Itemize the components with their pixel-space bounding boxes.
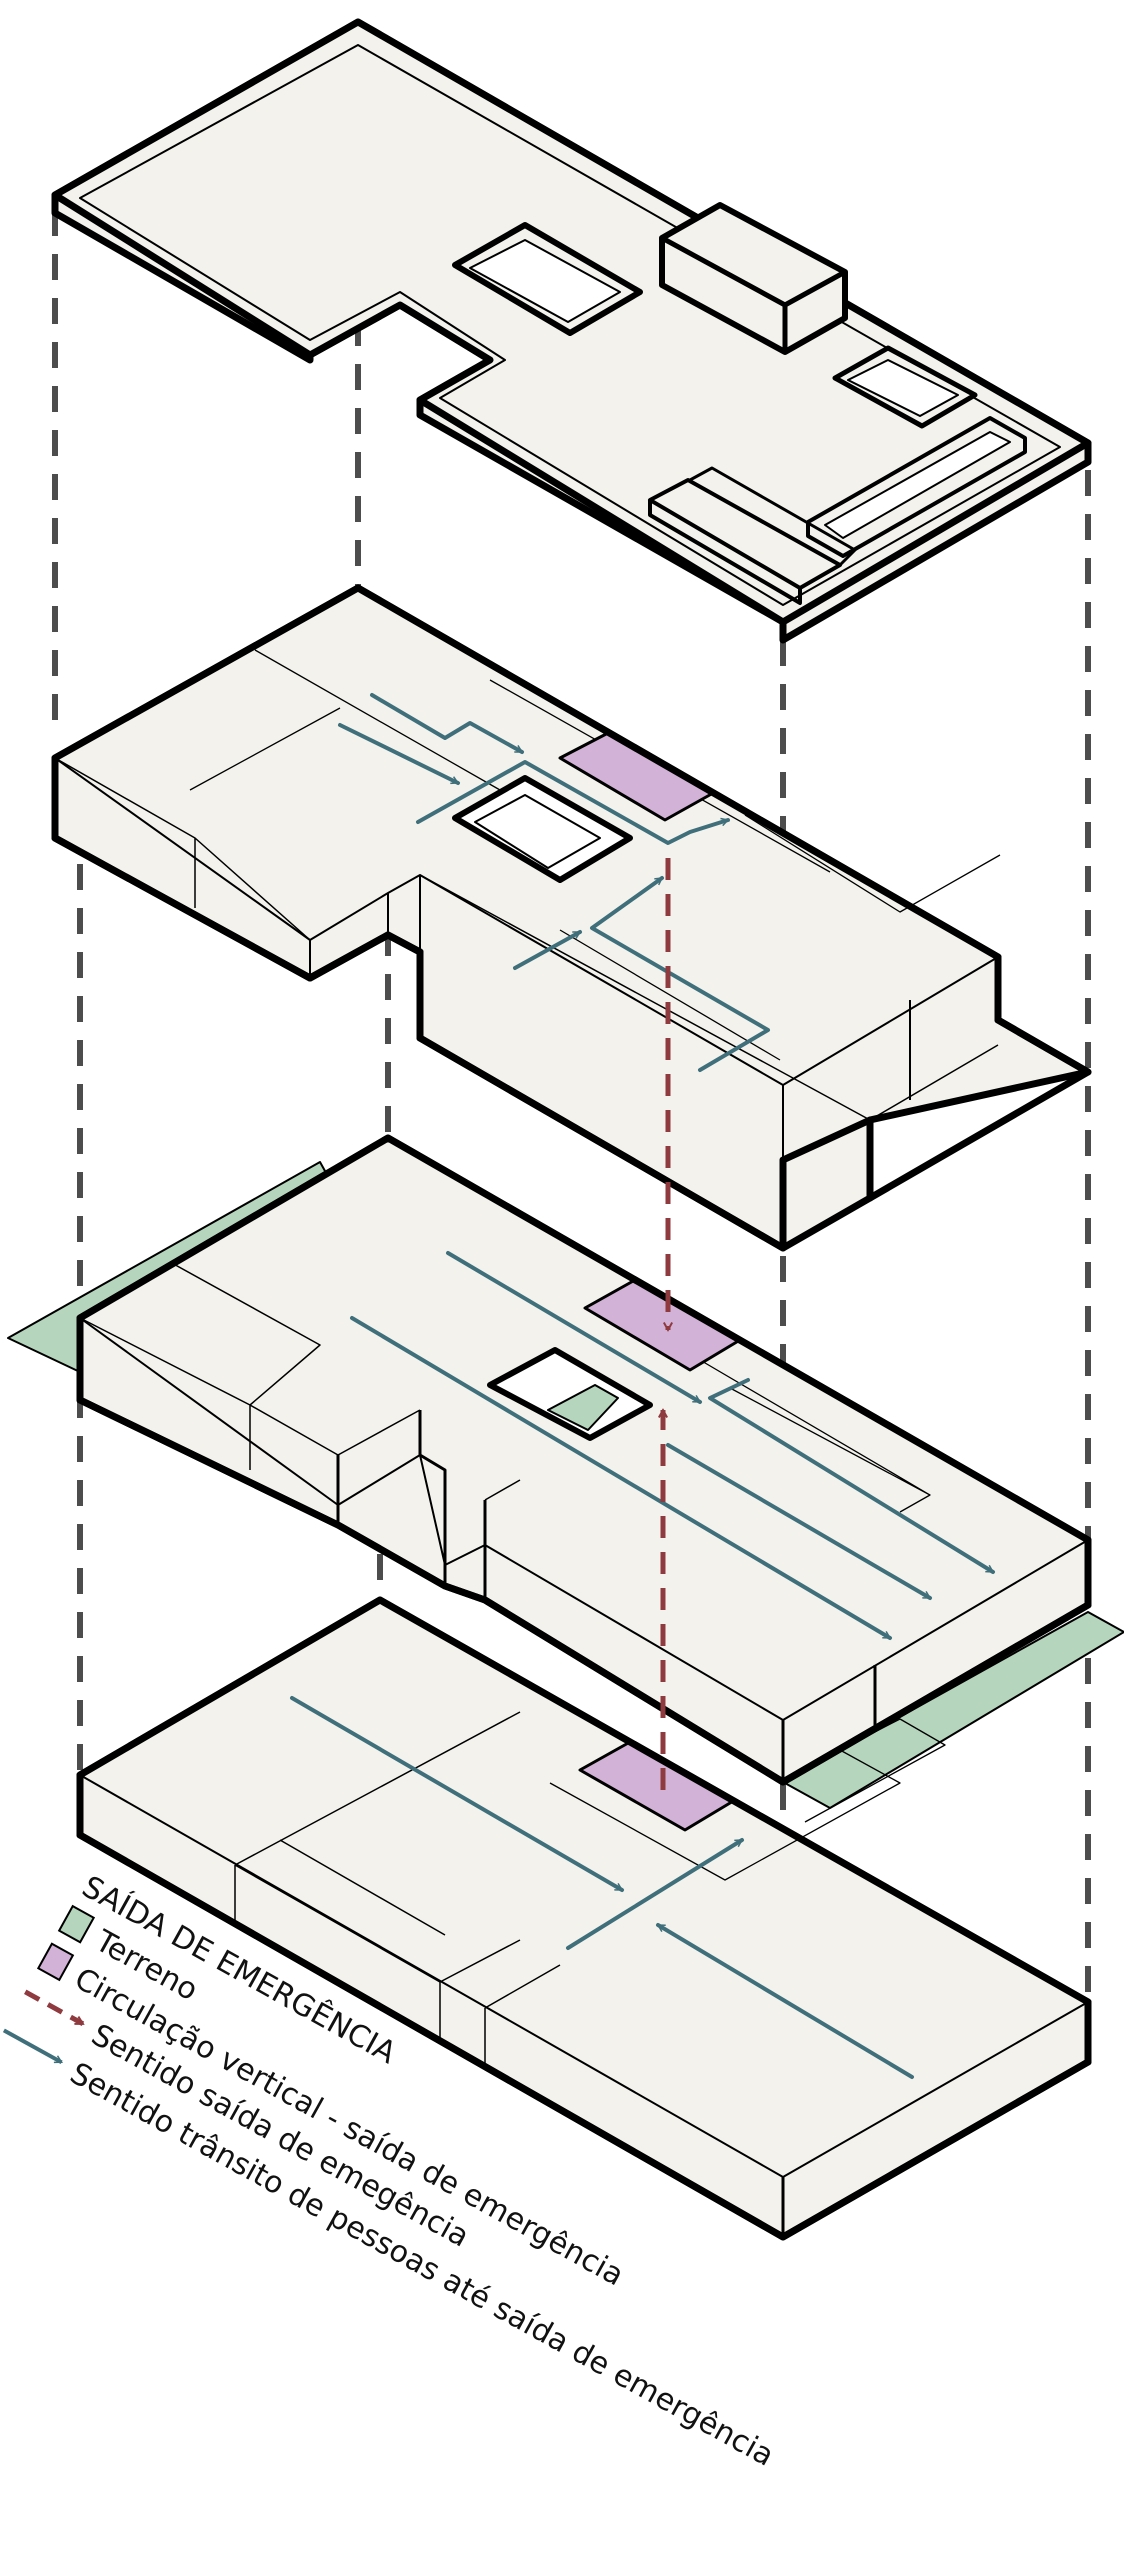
roof-machine-room-edges <box>660 235 847 352</box>
plate-ground-floor <box>7 1134 1124 1809</box>
stair-swatch <box>36 1942 75 1982</box>
exit-path <box>663 858 668 1790</box>
flow-arrow <box>350 1316 892 1640</box>
roof-parapet <box>79 44 1061 606</box>
upper-floor-void <box>452 775 633 883</box>
flow-arrow <box>590 876 770 1072</box>
terrain-east <box>782 1611 1124 1809</box>
legend-label: Sentido saída de emegência <box>85 2017 474 2254</box>
basement-outline <box>76 1596 1092 2241</box>
terrain-swatch <box>57 1904 96 1944</box>
flow-arrow <box>446 1251 702 1404</box>
flow-arrow <box>566 1838 744 1950</box>
ground-floor-edges <box>336 1410 1090 1782</box>
flow-arrows <box>290 693 995 2079</box>
roof-machine-room <box>659 202 848 355</box>
plate-upper-floor <box>51 584 1092 1252</box>
flow-arrow <box>513 930 582 970</box>
flow-arrow <box>338 723 460 785</box>
upper-floor-room-lines <box>54 757 999 1121</box>
plate-roof <box>51 18 1092 644</box>
roof-bench-1-edge <box>648 500 802 605</box>
flow-arrow <box>666 1443 932 1600</box>
flow-arrow <box>416 760 730 845</box>
ground-floor-void-terrain <box>547 1384 619 1431</box>
flow-arrow <box>708 1378 995 1574</box>
ground-floor-room-lines <box>79 1261 521 1501</box>
ground-floor-outline <box>76 1134 1092 1786</box>
basement-partitions <box>549 1718 946 1881</box>
roof-opening-small-inner <box>847 359 959 417</box>
upper-floor-outline <box>51 584 1092 1252</box>
upper-floor-void-inner <box>474 794 601 869</box>
exit-arrow-icon <box>24 1989 83 2027</box>
flow-arrow <box>656 1923 914 2079</box>
flow-arrow <box>370 693 524 754</box>
roof-skylight-inner <box>469 239 621 323</box>
ground-floor-void <box>487 1347 653 1441</box>
flow-arrow-icon <box>2 2028 62 2065</box>
basement-room-lines <box>234 1711 561 2068</box>
roof-bench-2 <box>689 466 857 567</box>
roof-planter-1-inner <box>824 431 1011 539</box>
flow-arrow <box>290 1696 624 1892</box>
